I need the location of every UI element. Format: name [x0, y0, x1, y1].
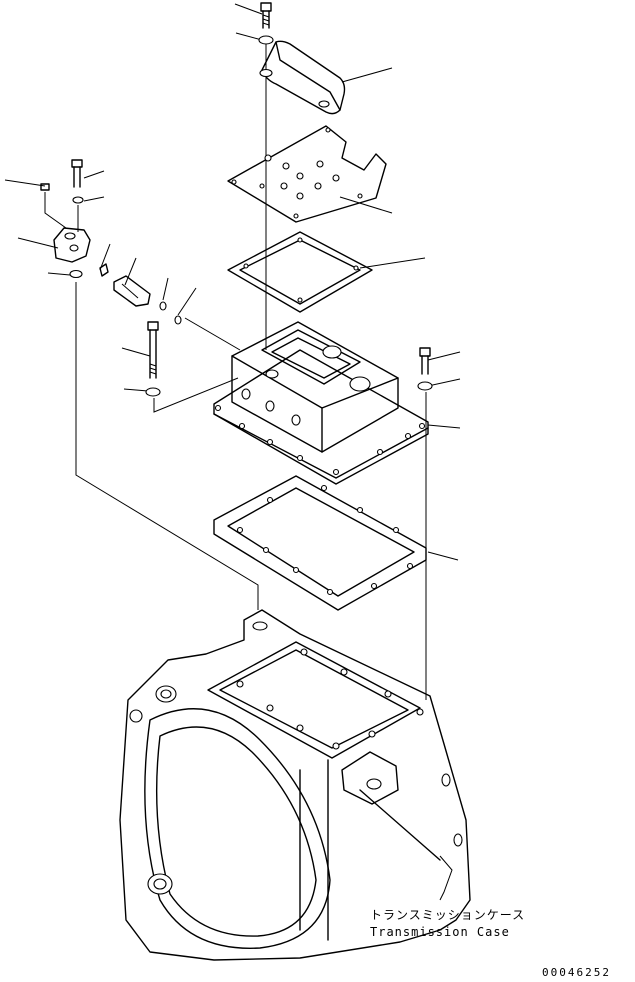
- upper-gasket: [227, 231, 373, 313]
- top-cover-bracket: [259, 40, 346, 115]
- left-valve-assembly: [40, 159, 182, 325]
- leader-lines: [4, 3, 461, 561]
- valve-cover-box: [213, 321, 429, 485]
- left-washer: [145, 387, 161, 397]
- top-bolt: [260, 2, 272, 29]
- assembly-lines: [44, 44, 427, 700]
- right-bolt: [419, 347, 431, 375]
- transmission-case: [119, 609, 471, 961]
- right-washer: [417, 381, 433, 391]
- top-washer: [258, 35, 274, 45]
- drawing-number: 00046252: [542, 966, 611, 979]
- case-callout-leader: [439, 855, 453, 901]
- valve-plate: [227, 125, 387, 223]
- left-bolt: [147, 321, 159, 379]
- lower-gasket: [213, 475, 427, 611]
- transmission-case-label-en: Transmission Case: [370, 925, 510, 939]
- transmission-case-label-jp: トランスミッションケース: [370, 908, 526, 922]
